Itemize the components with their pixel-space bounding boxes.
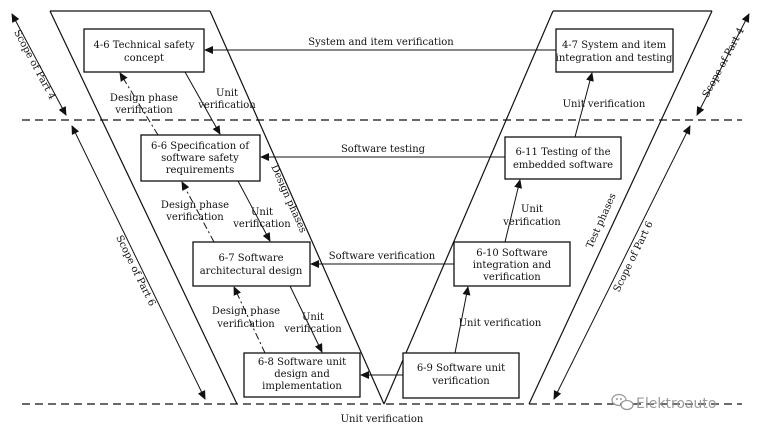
v-inner-left-edge [209,10,385,405]
box-4-6-line1: 4-6 Technical safety [93,40,194,51]
box-6-10-line2: integration and [473,260,552,271]
label-unit-verification-r1: Unit verification [563,99,646,110]
box-6-9-line1: 6-9 Software unit [417,363,505,374]
box-4-7-line2: integration and testing [556,53,673,64]
box-4-7-system-item-integration: 4-7 System and item integration and test… [555,28,674,73]
box-6-7-line1: 6-7 Software [218,253,283,264]
scope-arrow-right-part4 [696,13,750,116]
arrow-design-verification-2 [181,181,215,243]
watermark-text: Elektroauto [636,396,716,412]
label-unit-verification-l1-line2: verification [197,100,256,111]
scope-arrow-left-part4 [11,13,67,116]
label-unit-verification-r2-line2: verification [502,217,561,228]
box-6-9-software-unit-verification: 6-9 Software unit verification [402,352,520,399]
label-design-phase-3-line1: Design phase [212,306,280,317]
box-6-9-line2: verification [431,376,490,387]
arrow-up-6-9-to-6-10 [454,286,471,354]
arrow-down-4-6-to-6-6 [184,71,221,135]
label-unit-verification-l3-line2: verification [283,324,342,335]
arrow-design-verification-3 [233,286,266,354]
box-6-6-line1: 6-6 Specification of [151,141,250,152]
box-6-10-line1: 6-10 Software [476,248,548,259]
box-6-11-embedded-software-testing: 6-11 Testing of the embedded software [504,136,622,180]
v-inner-right-edge [383,10,554,405]
arrow-up-6-11-to-4-7 [574,72,594,138]
scope-part6-left-label: Scope of Part 6 [113,234,157,308]
box-4-7-line1: 4-7 System and item [562,40,667,51]
box-6-6-software-safety-requirements: 6-6 Specification of software safety req… [140,134,261,182]
box-4-6-line2: concept [124,53,164,64]
arrow-down-6-7-to-6-8 [289,285,323,353]
scope-part4-right-label: Scope of Part 4 [701,26,747,100]
label-software-verification: Software verification [329,251,436,262]
label-system-item-verification: System and item verification [308,37,454,48]
label-software-testing: Software testing [341,144,426,155]
scope-part6-right-label: Scope of Part 6 [612,220,656,294]
scope-arrow-right-part6 [553,125,691,400]
label-unit-verification-bottom: Unit verification [341,414,424,425]
label-design-phase-3-line2: verification [216,319,275,330]
label-unit-verification-l1-line1: Unit [216,88,238,99]
box-6-8-line1: 6-8 Software unit [258,357,346,368]
wechat-logo-icon [611,393,634,411]
label-design-phase-2-line2: verification [165,212,224,223]
arrow-down-6-6-to-6-7 [237,180,271,242]
box-6-6-line3: requirements [166,165,234,176]
label-unit-verification-l2-line1: Unit [251,207,273,218]
arrow-design-verification-1 [119,72,159,136]
box-6-7-software-architectural-design: 6-7 Software architectural design [192,241,311,287]
box-4-6-technical-safety-concept: 4-6 Technical safety concept [83,28,205,73]
box-6-11-line1: 6-11 Testing of the [515,147,610,158]
label-unit-verification-r2-line1: Unit [521,204,543,215]
label-unit-verification-l3-line1: Unit [302,312,324,323]
box-6-8-line2: design and [274,369,330,380]
label-design-phase-1-line1: Design phase [110,93,178,104]
box-6-8-line3: implementation [262,381,342,392]
box-6-11-line2: embedded software [513,160,613,171]
box-6-8-software-unit-design: 6-8 Software unit design and implementat… [243,352,361,398]
label-design-phase-1-line2: verification [114,105,173,116]
box-6-10-line3: verification [482,272,541,283]
label-unit-verification-l2-line2: verification [232,219,291,230]
label-unit-verification-r3: Unit verification [459,318,542,329]
box-6-6-line2: software safety [161,153,239,164]
scope-part4-left-label: Scope of Part 4 [11,28,57,102]
box-6-7-line2: architectural design [200,266,303,277]
label-design-phase-2-line1: Design phase [161,200,229,211]
scope-arrow-left-part6 [71,125,206,400]
arrow-up-6-10-to-6-11 [504,179,523,243]
box-6-10-software-integration: 6-10 Software integration and verificati… [453,241,571,287]
